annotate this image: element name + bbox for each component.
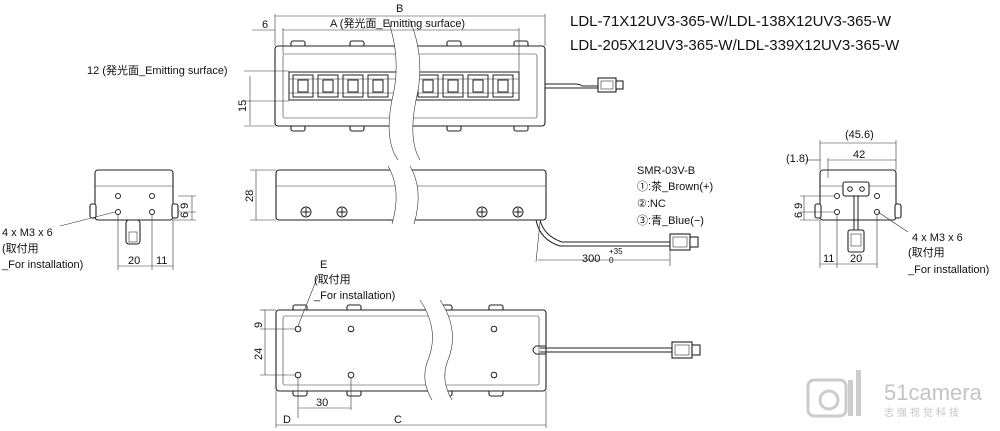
connector-pin-3: ③:青_Blue(−) bbox=[637, 214, 704, 227]
title-line-1: LDL-71X12UV3-365-W/LDL-138X12UV3-365-W bbox=[570, 13, 892, 30]
dim-right-11: 11 bbox=[823, 253, 834, 265]
dim-300: 300 bbox=[582, 253, 600, 265]
dim-right-42: 42 bbox=[853, 149, 865, 161]
connector-model: SMR-03V-B bbox=[637, 165, 695, 177]
note-right-jp: (取付用 bbox=[908, 246, 945, 259]
dim-left-11: 11 bbox=[156, 255, 167, 267]
led-cell bbox=[292, 74, 314, 98]
note-e-en: _For installation) bbox=[313, 290, 395, 302]
dim-left-69: 6 9 bbox=[179, 203, 191, 218]
dim-right-18: (1.8) bbox=[786, 153, 809, 165]
dim-right-20: 20 bbox=[850, 253, 862, 265]
note-left-jp: (取付用 bbox=[2, 242, 39, 255]
note-right-en: _For installation) bbox=[907, 264, 989, 276]
title-line-2: LDL-205X12UV3-365-W/LDL-339X12UV3-365-W bbox=[570, 37, 900, 54]
tol-plus: +35 bbox=[609, 247, 623, 256]
top-view bbox=[244, 14, 624, 161]
led-cell bbox=[442, 74, 464, 98]
note-left-en: _For installation) bbox=[1, 259, 83, 271]
note-e-jp: (取付用 bbox=[314, 273, 351, 286]
dim-24: 24 bbox=[253, 348, 265, 360]
led-cell bbox=[467, 74, 489, 98]
dim-a: A (発光面_Emitting surface) bbox=[330, 16, 465, 30]
dim-c: C bbox=[394, 414, 402, 426]
dim-d: D bbox=[283, 414, 291, 426]
right-side-view bbox=[800, 140, 909, 268]
led-cell bbox=[317, 74, 339, 98]
dim-9: 9 bbox=[253, 322, 265, 328]
led-cell bbox=[342, 74, 364, 98]
dim-12: 12 (発光面_Emitting surface) bbox=[87, 63, 228, 77]
note-right-m3: 4 x M3 x 6 bbox=[912, 232, 963, 244]
screw-icon bbox=[476, 206, 488, 218]
screw-icon bbox=[512, 206, 524, 218]
dim-right-69: 6 9 bbox=[793, 203, 805, 218]
watermark-logo-icon bbox=[806, 370, 861, 418]
connector-pin-1: ①:茶_Brown(+) bbox=[637, 180, 713, 193]
dim-b: B bbox=[396, 3, 403, 15]
dim-left-20: 20 bbox=[128, 255, 140, 267]
dim-6: 6 bbox=[262, 19, 268, 31]
led-cell bbox=[367, 74, 389, 98]
connector-pin-2: ②:NC bbox=[637, 198, 666, 210]
watermark-sub: 志强视觉科技 bbox=[884, 406, 962, 419]
note-e: E bbox=[320, 259, 327, 271]
tol-zero: 0 bbox=[609, 256, 614, 265]
bottom-view bbox=[260, 275, 701, 428]
dim-28: 28 bbox=[244, 190, 256, 202]
dim-15: 15 bbox=[237, 100, 249, 112]
led-cell bbox=[492, 74, 514, 98]
screw-icon bbox=[336, 206, 348, 218]
watermark-brand: 51camera bbox=[884, 380, 983, 405]
dim-30: 30 bbox=[316, 397, 328, 409]
front-view bbox=[250, 165, 699, 266]
screw-icon bbox=[300, 206, 312, 218]
left-side-view bbox=[59, 169, 196, 270]
dim-right-456: (45.6) bbox=[845, 129, 874, 141]
note-left-m3: 4 x M3 x 6 bbox=[2, 227, 53, 239]
